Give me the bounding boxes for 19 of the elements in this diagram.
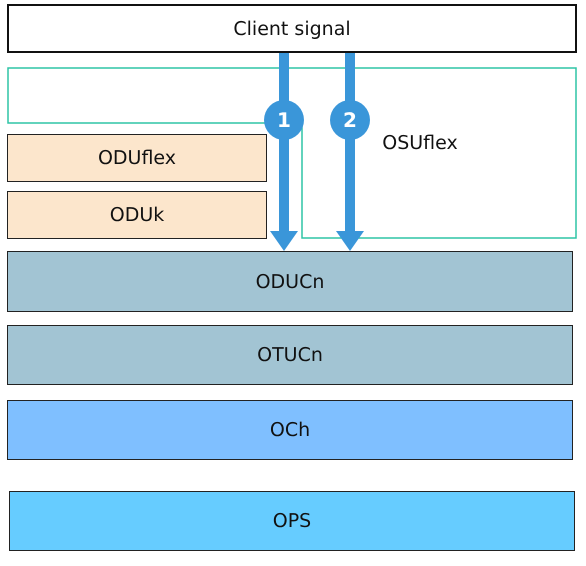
layer-box [7,325,573,385]
arrow [336,53,364,251]
layer-name: OPS [272,510,312,532]
layer-name: Client signal [233,18,351,40]
layer-box [9,491,575,551]
layer-name: OSUflex [382,132,458,154]
step-number-badge: 2 [330,100,370,140]
layer-name: ODUCn [256,270,324,292]
layer-name: OTUCn [257,344,323,366]
layer-box [7,251,573,312]
arrow [270,53,298,251]
layer-name: ODUk [110,204,164,226]
layer-name: OCh [270,419,310,441]
layer-box [7,191,267,239]
layer-box [7,134,267,182]
step-number-badge: 1 [264,100,304,140]
signal-box [7,4,577,53]
layer-box [7,400,573,460]
layer-name: ODUflex [98,147,176,169]
